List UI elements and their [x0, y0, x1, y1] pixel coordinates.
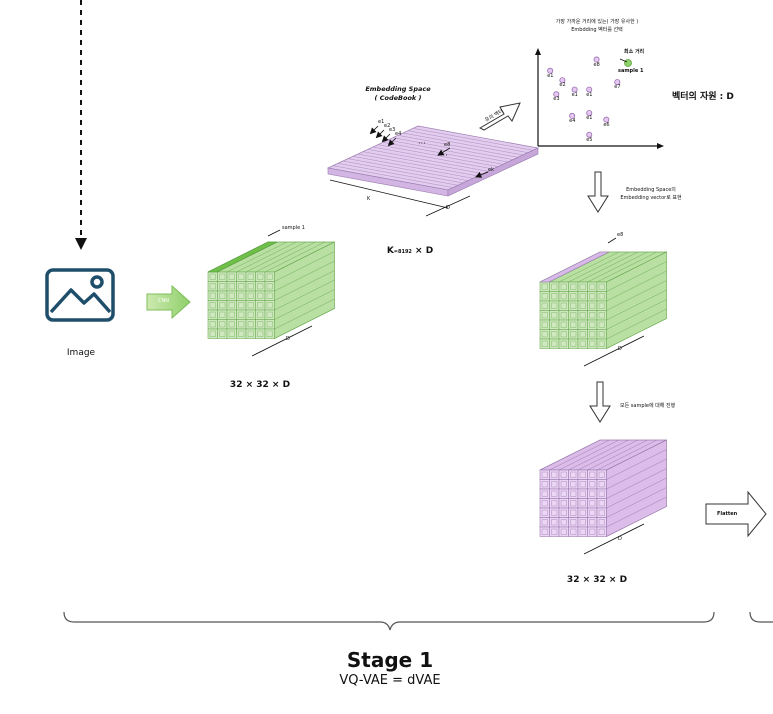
stage-brace	[63, 611, 715, 631]
scatter-plot	[535, 48, 664, 149]
image-icon	[45, 268, 115, 322]
codebook-subtitle: ( CodeBook )	[374, 94, 422, 102]
scatter-point	[586, 86, 593, 93]
encoder-output-grid	[207, 241, 335, 357]
dashed-arrow-head	[75, 238, 87, 250]
flatten-arrow	[705, 490, 767, 538]
sample-pointer	[267, 229, 281, 237]
step2-line2: Embedding vector로 표현	[620, 195, 682, 201]
codebook-e1: e1	[378, 119, 385, 125]
codebook-e2: e2	[384, 123, 391, 129]
scatter-point	[553, 91, 560, 98]
scatter-point-label: e6	[603, 121, 610, 128]
stage-brace-next	[749, 611, 773, 623]
scatter-point	[547, 67, 554, 74]
scatter-point	[614, 79, 621, 86]
scatter-caption-2: Embdding 벡터를 선택	[571, 27, 623, 33]
scatter-point-label: e4	[569, 117, 576, 124]
scatter-point-label: e2	[559, 82, 566, 89]
depth-label-1: D	[286, 336, 290, 342]
cnn-label: CNN	[158, 298, 169, 304]
image-label: Image	[66, 348, 96, 358]
dimension-label: 벡터의 자원 : D	[672, 92, 734, 102]
down-arrow-1	[587, 171, 609, 213]
scatter-point	[603, 116, 610, 123]
down-arrow-2	[589, 381, 611, 423]
codebook-e3: e3	[389, 127, 396, 133]
scatter-min-dist: 최소 거리	[624, 49, 645, 55]
codebook-e4: e4	[395, 131, 402, 137]
stage-title: Stage 1	[346, 648, 434, 672]
scatter-sample-point	[624, 59, 632, 67]
scatter-point	[586, 110, 593, 117]
scatter-point-label: e1	[586, 91, 593, 98]
to-scatter-arrow	[478, 102, 521, 131]
quantized-full-grid	[539, 439, 667, 555]
scatter-point-label: e1	[586, 115, 593, 122]
scatter-point-label: e8	[593, 61, 600, 68]
svg-text:···: ···	[418, 139, 426, 148]
scatter-point-label: e1	[547, 72, 554, 79]
grid-size-label: 32 × 32 × D	[229, 380, 291, 390]
scatter-point-label: e7	[614, 84, 621, 91]
depth-label-3: D	[618, 536, 622, 542]
sample-label: sample 1	[282, 225, 305, 231]
codebook-e8: e8	[444, 142, 451, 148]
codebook-title: Embedding Space	[365, 85, 431, 93]
step3-label: 모든 sample에 대해 진행	[620, 403, 676, 409]
scatter-point	[559, 77, 566, 84]
codebook-k-axis: K	[367, 196, 371, 202]
e8-pointer	[607, 237, 617, 244]
grid-size-label-2: 32 × 32 × D	[566, 575, 628, 585]
cnn-arrow	[146, 284, 191, 320]
min-distance-line	[619, 58, 628, 63]
depth-label-2: D	[618, 346, 622, 352]
flatten-label: Flatten	[717, 511, 738, 517]
scatter-point	[569, 112, 576, 119]
codebook-slab: ··· ···	[326, 125, 540, 217]
scatter-point	[571, 86, 578, 93]
scatter-point	[593, 56, 600, 63]
quantized-partial-grid	[539, 251, 667, 367]
svg-text:···: ···	[440, 151, 448, 160]
step2-line1: Embedding Space의	[626, 187, 676, 193]
scatter-points	[547, 56, 621, 138]
codebook-ek: ek	[488, 167, 494, 173]
scatter-point-label: e1	[571, 91, 578, 98]
codebook-size-label: K=8192 × D	[386, 246, 434, 256]
codebook-d-axis: D	[446, 205, 450, 211]
scatter-caption-1: 가장 가까운 거리에 있는( 가장 유사한 )	[555, 19, 639, 25]
scatter-point-label: e5	[586, 136, 593, 143]
scatter-point-label: e3	[553, 96, 560, 103]
e8-label: e8	[617, 232, 624, 238]
stage-subtitle: VQ-VAE = dVAE	[339, 673, 441, 688]
scatter-point	[586, 131, 593, 138]
scatter-sample-label: sample 1	[618, 68, 644, 74]
